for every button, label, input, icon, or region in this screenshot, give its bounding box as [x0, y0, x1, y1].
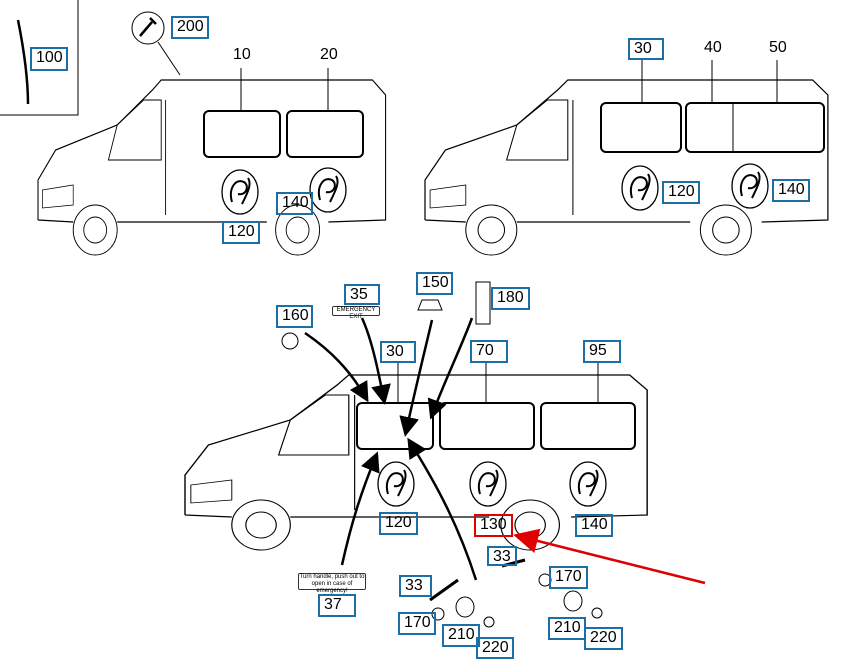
callout-95[interactable]: 95 [583, 340, 621, 363]
callout-100[interactable]: 100 [30, 47, 68, 71]
van-top-left [37, 79, 387, 256]
callout-37[interactable]: 37 [318, 594, 356, 617]
callout-130-selected[interactable]: 130 [474, 514, 513, 537]
callout-140[interactable]: 140 [276, 192, 313, 215]
callout-200[interactable]: 200 [171, 16, 209, 39]
callout-210[interactable]: 210 [442, 624, 480, 647]
callout-160[interactable]: 160 [276, 305, 313, 328]
callout-220[interactable]: 220 [476, 637, 514, 659]
part-100-frame [0, 0, 79, 116]
callout-210[interactable]: 210 [548, 617, 586, 640]
emergency-instruction-sign: Turn handle, push out to open in case of… [298, 573, 366, 594]
callout-120[interactable]: 120 [379, 512, 418, 535]
callout-33[interactable]: 33 [487, 546, 517, 566]
callout-170[interactable]: 170 [549, 566, 588, 589]
callout-140[interactable]: 140 [772, 179, 810, 202]
callout-35[interactable]: 35 [344, 284, 380, 305]
callout-170[interactable]: 170 [398, 612, 436, 635]
callout-70[interactable]: 70 [470, 340, 508, 363]
label-40: 40 [704, 39, 722, 56]
callout-120[interactable]: 120 [662, 181, 700, 204]
callout-140[interactable]: 140 [575, 514, 613, 537]
van-top-right [424, 79, 829, 256]
emergency-exit-sign: EMERGENCY EXIT [332, 306, 380, 320]
callout-30[interactable]: 30 [380, 341, 416, 363]
label-20: 20 [320, 46, 338, 63]
part-100-strip [16, 19, 30, 105]
callout-220[interactable]: 220 [584, 627, 623, 650]
callout-180[interactable]: 180 [491, 287, 530, 310]
label-50: 50 [769, 39, 787, 56]
callout-30[interactable]: 30 [628, 38, 664, 60]
callout-120[interactable]: 120 [222, 221, 260, 244]
callout-33[interactable]: 33 [399, 575, 432, 597]
label-10: 10 [233, 46, 251, 63]
highlight-arrow [513, 528, 706, 585]
callout-150[interactable]: 150 [416, 272, 453, 295]
